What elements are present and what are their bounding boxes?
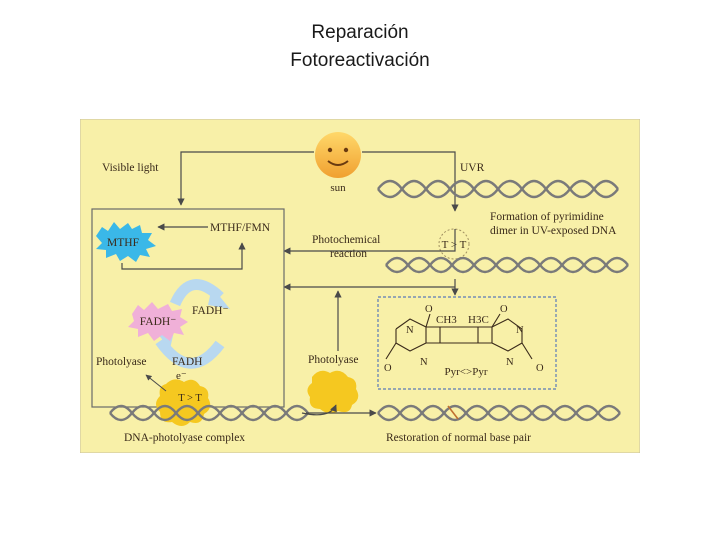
n-mid-right-label: N (506, 357, 514, 368)
ch3-label: CH3 (436, 314, 457, 326)
release-arrow (301, 404, 337, 416)
photochemical-label-line1: Photochemical (312, 234, 380, 246)
electron-label: e⁻ (176, 370, 187, 382)
uvr-label: UVR (460, 162, 485, 174)
photolyase-mid-label: Photolyase (308, 354, 358, 366)
dna-photolyase-complex-label: DNA-photolyase complex (124, 432, 245, 444)
sun-icon (315, 132, 361, 178)
cycle-arrow-top-head (208, 287, 230, 309)
free-photolyase-blob (307, 370, 359, 414)
photolyase-left-label: Photolyase (96, 356, 146, 368)
pyr-pyr-label: Pyr<>Pyr (445, 366, 488, 378)
cycle-arrow-bottom (155, 337, 225, 369)
formation-label-line2: dimer in UV-exposed DNA (490, 225, 617, 237)
mthf-burst (96, 222, 156, 262)
dna-strand-restored (377, 404, 621, 422)
o-bottom-right-label: O (536, 363, 544, 374)
pyrimidine-dimer-structure (385, 313, 533, 360)
n-mid-left-label: N (420, 357, 428, 368)
dimer-marker-circle (438, 228, 470, 260)
mthf-down-line (121, 242, 246, 270)
mthf-label: MTHF (107, 237, 139, 249)
dna-strand-complex (109, 404, 309, 422)
complex-marker-label: T > T (178, 393, 202, 404)
restored-base-pair-mark (447, 405, 459, 420)
n-top-right-label: N (516, 325, 524, 336)
slide-title-line2: Fotoreactivación (290, 50, 430, 71)
formation-label-line1: Formation of pyrimidine (490, 211, 604, 223)
photoreactivation-diagram: sun Visible light UVR Formation of pyrim… (80, 119, 640, 453)
o-bottom-left-label: O (384, 363, 392, 374)
dna-strand-dimer (385, 256, 629, 274)
slide-title-line1: Reparación (311, 22, 409, 43)
fadh-minus-right-label: FADH⁻ (192, 305, 229, 317)
n-top-left-label: N (406, 325, 414, 336)
o-top-right-label: O (500, 304, 508, 315)
photolyase-pointer-arrow (145, 374, 167, 392)
fadh-minus-left-label: FADH⁻ (140, 316, 177, 328)
fadh-label: FADH (172, 356, 202, 368)
uvr-arrow (362, 151, 459, 212)
visible-light-arrow (177, 151, 314, 206)
dna-strand-uv (377, 179, 619, 199)
dimer-marker-label: T > T (442, 239, 467, 251)
photochemical-label-line2: reaction (330, 248, 367, 260)
visible-light-label: Visible light (102, 162, 159, 174)
photochemical-arrow (283, 229, 456, 255)
restoration-label: Restoration of normal base pair (386, 432, 531, 444)
fadh-burst (128, 302, 188, 341)
mthf-fmn-label: MTHF/FMN (210, 222, 271, 234)
sun-label: sun (330, 182, 346, 194)
o-top-left-label: O (425, 304, 433, 315)
h3c-label: H3C (468, 314, 489, 326)
